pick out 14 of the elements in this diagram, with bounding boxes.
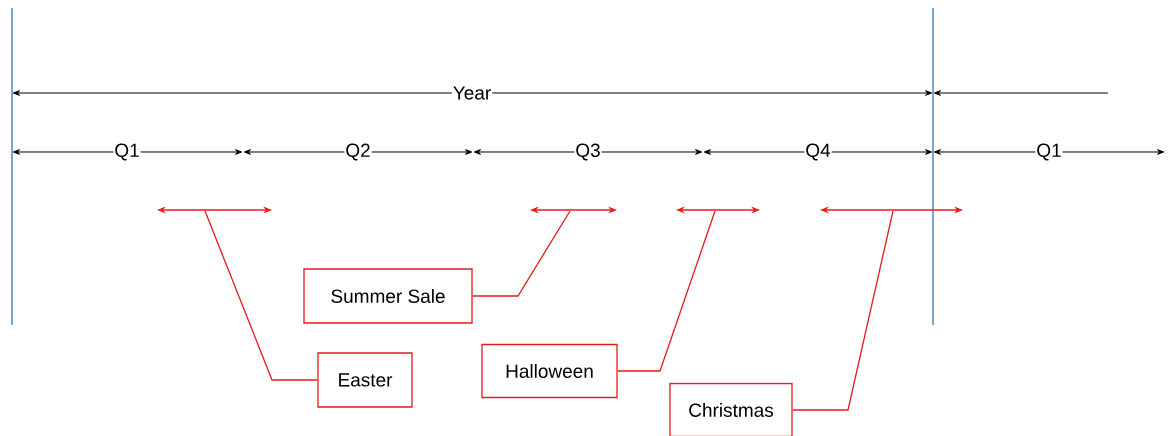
dimension-label: Q4: [804, 142, 832, 162]
dimension-label: Q2: [344, 142, 372, 162]
dimension-label: Year: [451, 85, 493, 101]
leader-line: [472, 210, 571, 297]
dimension-label: Q1: [113, 142, 141, 162]
leader-line: [792, 210, 894, 411]
leader-line: [204, 210, 318, 381]
label-box: Christmas: [669, 382, 793, 436]
label-box: Halloween: [481, 343, 618, 399]
label-box: Summer Sale: [303, 268, 473, 324]
label-box: Easter: [317, 352, 413, 408]
dimension-label: Q1: [1035, 142, 1063, 162]
leader-line: [617, 210, 716, 372]
dimension-label: Q3: [574, 142, 602, 162]
